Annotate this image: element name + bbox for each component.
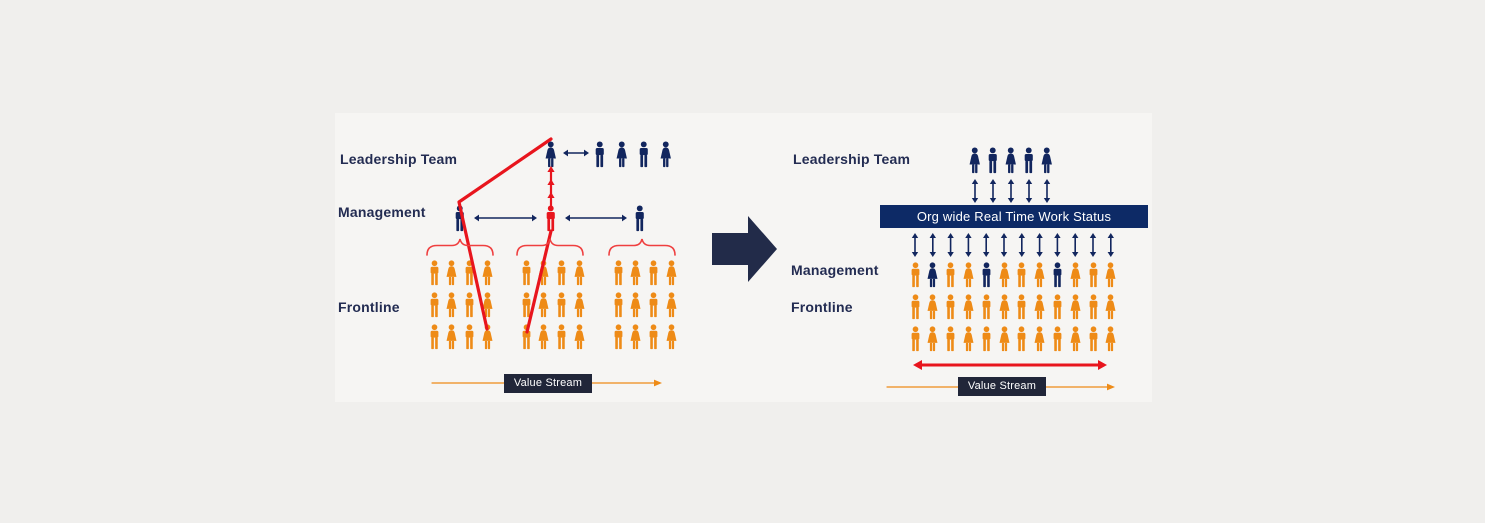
arrowhead-down (1007, 198, 1015, 203)
right-frontline-label: Frontline (791, 299, 853, 315)
left-leadership-label: Leadership Team (340, 151, 458, 167)
arrowhead-down (971, 198, 979, 203)
red-group-brace (516, 238, 584, 256)
arrowhead-down (989, 198, 997, 203)
arrowhead-down (1107, 252, 1114, 257)
arrowhead-up (1036, 233, 1043, 238)
arrowhead-right (1098, 360, 1107, 370)
arrowhead-up (1089, 233, 1097, 238)
left-management-label: Management (338, 204, 426, 220)
left-value-stream-arrowhead (654, 379, 662, 387)
arrowhead-up (911, 233, 919, 238)
arrowhead-down (1000, 252, 1008, 257)
arrowhead-up (1043, 179, 1051, 184)
arrowhead-down (1025, 198, 1033, 203)
arrowhead-down (965, 252, 972, 257)
arrowhead-right (622, 214, 627, 222)
arrowhead-up (1054, 233, 1061, 238)
arrowhead-up (947, 233, 954, 238)
arrowhead-down (1018, 252, 1025, 257)
right-value-stream-arrowhead (1107, 383, 1115, 391)
right-leadership-label: Leadership Team (793, 151, 911, 167)
arrowhead-down (1054, 252, 1061, 257)
arrowhead-down (1036, 252, 1043, 257)
left-frontline-label: Frontline (338, 299, 400, 315)
arrowhead-left (565, 214, 570, 222)
arrowhead-up (1107, 233, 1114, 238)
arrowhead-left (474, 214, 479, 222)
arrowhead-up (989, 179, 997, 184)
red-up-arrowhead (547, 192, 555, 198)
left-value-stream-box: Value Stream (504, 374, 592, 393)
arrowhead-left (913, 360, 922, 370)
right-value-stream-box: Value Stream (958, 377, 1046, 396)
arrowhead-up (1007, 179, 1015, 184)
arrowhead-down (1089, 252, 1097, 257)
arrowhead-down (911, 252, 919, 257)
red-group-brace (608, 238, 676, 256)
arrowhead-right (532, 214, 537, 222)
arrowhead-up (929, 233, 936, 238)
red-escalation-line-2 (525, 229, 553, 334)
arrowhead-up (983, 233, 990, 238)
org-wide-status-banner: Org wide Real Time Work Status (880, 205, 1148, 228)
arrowhead-down (1072, 252, 1079, 257)
arrowhead-right (584, 149, 589, 157)
red-up-arrowhead (547, 179, 555, 185)
arrowhead-down (929, 252, 936, 257)
arrowhead-up (1018, 233, 1025, 238)
arrowhead-down (1043, 198, 1051, 203)
arrowhead-down (983, 252, 990, 257)
arrowhead-up (1000, 233, 1008, 238)
right-management-label: Management (791, 262, 879, 278)
red-up-arrowhead (547, 166, 555, 172)
arrowhead-up (1025, 179, 1033, 184)
red-group-brace (426, 238, 494, 256)
transition-arrow-icon (712, 216, 777, 282)
arrowhead-down (947, 252, 954, 257)
arrowhead-up (1072, 233, 1079, 238)
red-escalation-path (457, 137, 553, 331)
arrowhead-up (971, 179, 979, 184)
arrowhead-up (965, 233, 972, 238)
arrowhead-left (563, 149, 568, 157)
